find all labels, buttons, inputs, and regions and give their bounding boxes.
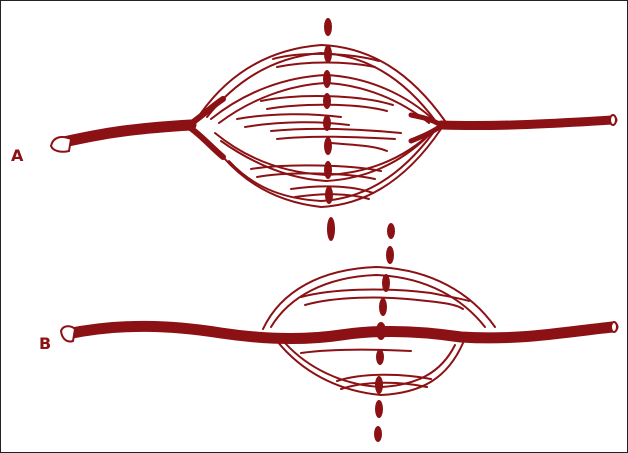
collaterals-b-top [263, 267, 495, 329]
collaterals-b-bottom [277, 341, 463, 395]
collaterals-a [201, 45, 445, 207]
vessel-a-left [59, 125, 191, 143]
branch-a-left-down [189, 127, 223, 157]
vessel-a-right [441, 120, 613, 126]
label-b: B [39, 334, 51, 353]
vessel-b-left-tip [61, 326, 75, 341]
vessel-b-main [67, 326, 613, 338]
diagram-b: B [39, 223, 617, 442]
vessel-a-right-end [610, 115, 616, 125]
diagram-a: A [11, 18, 616, 241]
label-a: A [11, 146, 24, 165]
vessel-b-right-end [611, 322, 617, 332]
vessel-a-left-tip [51, 137, 71, 152]
